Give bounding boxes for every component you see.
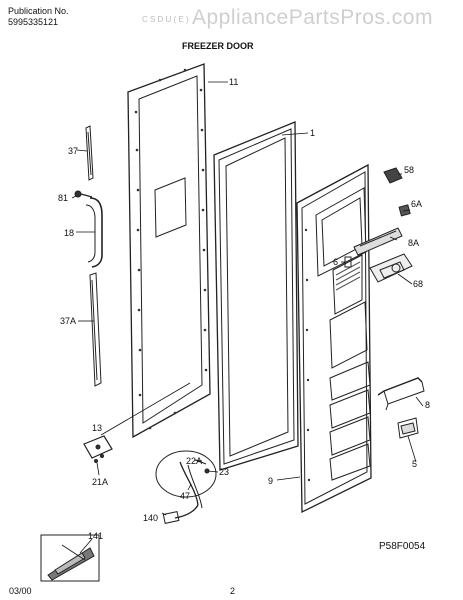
wire-harness — [155, 450, 217, 524]
callout-21a: 21A — [92, 477, 109, 487]
section-title: FREEZER DOOR — [182, 41, 254, 51]
publication-number: 5995335121 — [8, 17, 59, 27]
clip-6a — [398, 204, 411, 217]
handle-trim-top — [85, 125, 94, 181]
screw-81 — [74, 190, 93, 198]
inset-box-141 — [40, 534, 100, 582]
handle-trim-bottom — [89, 272, 102, 387]
callout-11: 11 — [229, 77, 239, 87]
model-code: C S D U ( E ) — [142, 15, 189, 24]
cap-58 — [383, 167, 403, 184]
callout-6a: 6A — [411, 199, 423, 209]
door-gasket — [213, 121, 299, 471]
leader-lines — [71, 81, 424, 554]
page-number: 2 — [230, 586, 236, 596]
actuator-68 — [369, 253, 413, 283]
callout-22a: 22A — [186, 456, 203, 466]
revision-date: 03/00 — [9, 586, 32, 596]
outer-door — [296, 163, 372, 514]
cover-5 — [397, 417, 419, 439]
callout-13: 13 — [92, 423, 103, 433]
callout-58: 58 — [404, 165, 415, 175]
picture-code: P58F0054 — [379, 541, 426, 552]
callout-68: 68 — [413, 279, 424, 289]
callout-8: 8 — [425, 400, 431, 410]
callout-1: 1 — [310, 128, 316, 138]
callout-47: 47 — [180, 491, 191, 501]
handle-bracket-8 — [377, 377, 425, 411]
callout-23: 23 — [219, 467, 230, 477]
callout-8a: 8A — [408, 238, 420, 248]
callout-37a: 37A — [60, 316, 77, 326]
callout-5: 5 — [412, 459, 418, 469]
callout-9: 9 — [268, 476, 274, 486]
callout-37: 37 — [68, 146, 79, 156]
door-liner-panel — [127, 63, 211, 439]
door-handle — [85, 197, 103, 268]
callout-140: 140 — [143, 513, 159, 523]
hinge-block — [83, 435, 113, 463]
bar-8a — [353, 227, 403, 256]
callout-81: 81 — [58, 193, 69, 203]
callout-6: 6 — [333, 257, 339, 267]
callout-18: 18 — [64, 228, 75, 238]
watermark: AppliancePartsPros.com — [192, 6, 433, 29]
callout-141: 141 — [88, 531, 104, 541]
publication-label: Publication No. — [8, 6, 69, 16]
